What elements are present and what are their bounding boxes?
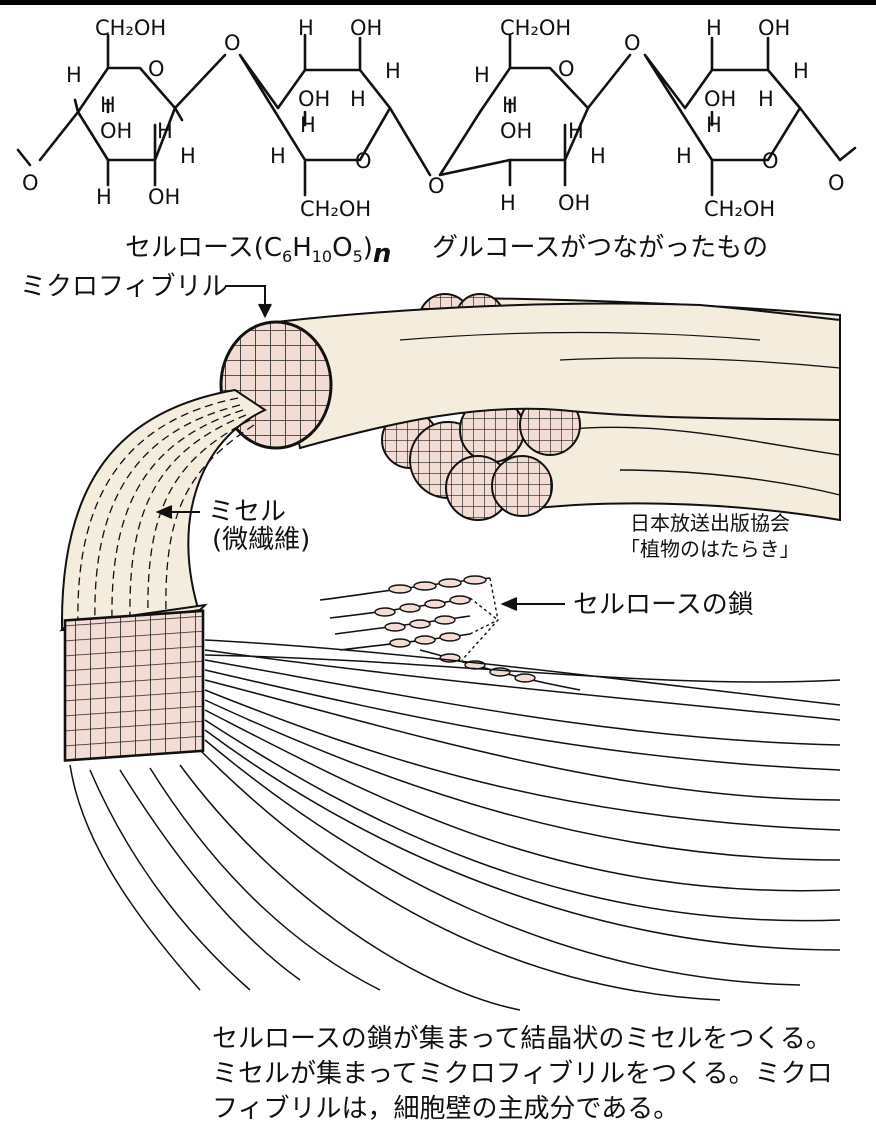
svg-text:O: O	[828, 171, 845, 195]
label-micelle-sub: (微繊維)	[212, 525, 310, 555]
loose-fibers	[69, 639, 841, 1011]
svg-text:H: H	[300, 113, 316, 137]
svg-text:CH₂OH: CH₂OH	[95, 16, 166, 40]
svg-text:O: O	[762, 149, 779, 173]
svg-text:O: O	[355, 149, 372, 173]
svg-text:O: O	[148, 57, 165, 81]
formula-description: グルコースがつながったもの	[432, 233, 768, 263]
svg-text:H: H	[706, 113, 722, 137]
svg-text:H: H	[180, 144, 196, 168]
svg-text:H: H	[100, 93, 116, 117]
svg-text:OH: OH	[500, 119, 532, 143]
label-micelle: ミセル	[208, 497, 286, 527]
svg-text:H: H	[676, 144, 692, 168]
microfibril-bundle	[219, 293, 841, 522]
formula-atom-labels: CH₂OH O H H OH H H H OH O O H OH H OH H …	[22, 16, 845, 221]
svg-text:OH: OH	[298, 87, 330, 111]
svg-text:H: H	[157, 119, 173, 143]
label-microfibril: ミクロフィブリル	[20, 272, 227, 302]
svg-text:H: H	[96, 185, 112, 209]
svg-text:H: H	[502, 93, 518, 117]
micelle-curved-bundle	[59, 388, 268, 762]
svg-text:H: H	[66, 63, 82, 87]
caption-line-1: セルロースの鎖が集まって結晶状のミセルをつくる。	[212, 1024, 832, 1054]
svg-text:CH₂OH: CH₂OH	[500, 16, 571, 40]
micelle-cross-section	[63, 609, 205, 762]
label-cellulose-chain: セルロースの鎖	[573, 590, 754, 620]
svg-text:OH: OH	[758, 16, 790, 40]
svg-text:H: H	[350, 87, 366, 111]
svg-text:H: H	[500, 191, 516, 215]
source-title: 「植物のはたらき」	[620, 537, 800, 561]
explanation-caption: セルロースの鎖が集まって結晶状のミセルをつくる。 ミセルが集まってミクロフィブリ…	[212, 1022, 862, 1127]
svg-text:CH₂OH: CH₂OH	[704, 197, 775, 221]
svg-text:OH: OH	[148, 185, 180, 209]
svg-text:O: O	[624, 31, 641, 55]
svg-text:H: H	[758, 87, 774, 111]
svg-text:H: H	[385, 59, 401, 83]
svg-text:OH: OH	[100, 119, 132, 143]
svg-text:H: H	[270, 144, 286, 168]
svg-text:OH: OH	[350, 16, 382, 40]
svg-text:H: H	[568, 119, 584, 143]
svg-text:CH₂OH: CH₂OH	[300, 197, 371, 221]
cellulose-structural-formula	[16, 33, 857, 197]
svg-text:OH: OH	[704, 87, 736, 111]
svg-text:OH: OH	[558, 191, 590, 215]
svg-text:H: H	[298, 16, 314, 40]
svg-text:セルロース(C6H10O5)n: セルロース(C6H10O5)n	[125, 233, 391, 269]
svg-text:H: H	[706, 16, 722, 40]
svg-text:O: O	[428, 174, 445, 198]
svg-text:O: O	[558, 57, 575, 81]
source-publisher: 日本放送出版協会	[630, 511, 790, 535]
svg-text:H: H	[474, 63, 490, 87]
caption-line-2: ミセルが集まってミクロフィブリルをつくる。ミクロ	[212, 1059, 833, 1089]
svg-text:O: O	[22, 171, 39, 195]
svg-text:H: H	[793, 59, 809, 83]
formula-caption: セルロース(C6H10O5)n グルコースがつながったもの	[125, 233, 768, 269]
label-leaders	[155, 285, 565, 611]
top-border	[0, 0, 876, 5]
svg-text:O: O	[224, 31, 241, 55]
formula-name: セルロース(C	[125, 233, 282, 263]
svg-text:H: H	[590, 144, 606, 168]
caption-line-3: フィブリルは，細胞壁の主成分である。	[212, 1094, 680, 1124]
